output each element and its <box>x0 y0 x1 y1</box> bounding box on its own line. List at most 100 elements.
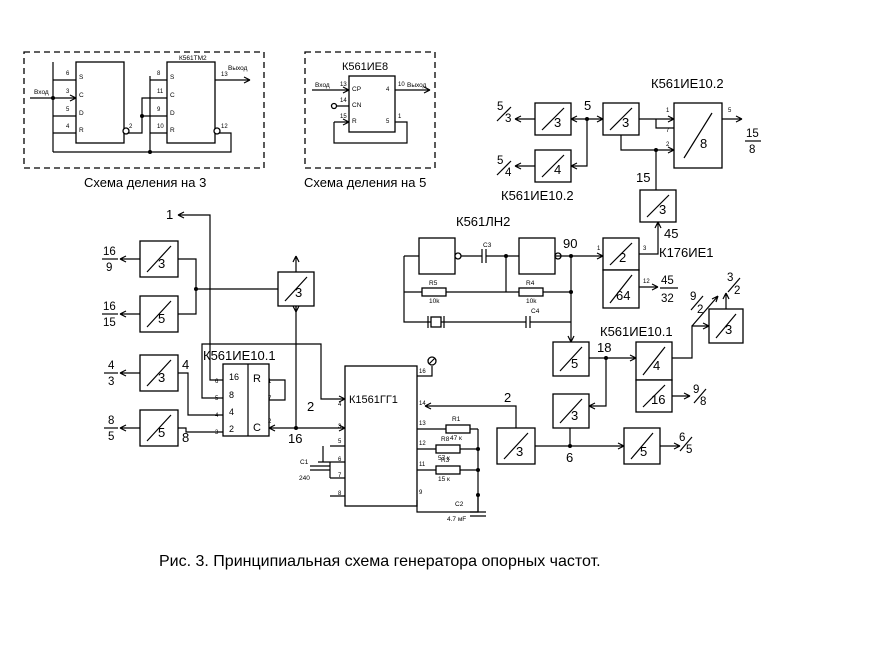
ie1-output-up <box>639 221 662 255</box>
gg1-pin: 3 <box>338 424 342 430</box>
ie1-div64-block <box>602 269 640 309</box>
ie8-chip-body <box>348 75 396 133</box>
flip-flop-1 <box>75 61 125 144</box>
tm2-input-label: Вход <box>34 89 49 96</box>
ie8-pin-cn: CN <box>352 102 362 109</box>
left-counter-ie10-1 <box>222 363 270 437</box>
divider-slash <box>559 398 583 424</box>
denominator: 8 <box>749 144 755 156</box>
numerator: 3 <box>727 272 733 284</box>
divider-value: 2 <box>619 250 626 265</box>
gg1-pin: 7 <box>338 473 342 479</box>
junction-dot <box>504 254 508 258</box>
ff2-pin-13: 13 <box>221 72 228 78</box>
inverter-2 <box>518 237 556 275</box>
ie10-1-right-label: К561ИЕ10.1 <box>600 324 673 339</box>
denominator: 8 <box>700 396 706 408</box>
denominator: 32 <box>661 293 674 305</box>
divider-slash <box>683 112 713 159</box>
gg1-resistor-wires <box>416 428 479 513</box>
numerator: 9 <box>693 384 699 396</box>
divider-slash <box>630 432 654 460</box>
node-1-label: 1 <box>166 207 173 222</box>
divider-value: 5 <box>640 444 647 459</box>
ie8-reset-wires <box>333 105 408 144</box>
divide-by-3-circuit: К561ТМ2 S C D R S C D R 6 3 5 4 2 8 11 9… <box>23 51 265 190</box>
output-fractions: 16 9 16 15 4 3 8 5 5 3 5 4 <box>102 101 761 456</box>
ff2-s: S <box>170 74 175 81</box>
r5-label: R5 <box>429 280 438 287</box>
ie10-2-section: 3 4 3 8 К561ИЕ10.2 К561ИЕ10.2 1 7 2 5 5 … <box>501 76 743 203</box>
divider-slash <box>146 359 172 387</box>
node-5-label: 5 <box>584 98 591 113</box>
node-45-label: 45 <box>664 226 678 241</box>
node-6-wires <box>535 428 681 450</box>
counter-reset-wires <box>269 379 346 432</box>
divider-value: 5 <box>158 311 165 326</box>
oscillator-section: 3 45 К561ЛН2 К176ИЕ1 C3 R5 10k R4 10k C4… <box>403 189 714 343</box>
c4-capacitor <box>525 316 531 328</box>
divide-by-5-circuit: К561ИЕ8 CP CN R 13 14 15 10 4 5 1 Вход В… <box>304 51 436 190</box>
divider-slash <box>559 346 583 372</box>
ie1-pin: 12 <box>643 279 650 285</box>
left-div-wires <box>178 258 278 315</box>
ie10-2-out-wire <box>722 115 743 123</box>
gg1-chip-label: К1561ГГ1 <box>349 394 398 406</box>
counter-pin: 2 <box>268 419 272 425</box>
left-section: 3 5 3 5 3 К561ИЕ10.1 16 8 4 2 R C 6 5 4 … <box>119 207 346 447</box>
c3-label: C3 <box>483 242 492 249</box>
numerator: 4 <box>108 360 115 372</box>
r1-label: R1 <box>452 416 461 423</box>
junction-dot <box>654 148 658 152</box>
divide-by-3-frame <box>23 51 265 169</box>
gg1-left-wires <box>310 445 345 497</box>
divider-slash <box>646 194 670 218</box>
denominator: 3 <box>108 376 114 388</box>
numerator: 45 <box>661 275 674 287</box>
r3-value: 15 к <box>438 476 450 483</box>
divider-value: 5 <box>158 425 165 440</box>
divider-slash <box>284 276 308 302</box>
ff1-pin-2: 2 <box>129 124 133 130</box>
left-output-arrows <box>119 255 140 432</box>
fraction-15-8: 15 8 <box>745 128 761 156</box>
ie10-2-pin: 7 <box>666 128 670 134</box>
quartz-crystal <box>430 316 442 328</box>
divider-slash <box>146 300 172 328</box>
denominator: 9 <box>106 262 112 274</box>
fraction-16-9: 16 9 <box>102 246 118 274</box>
junction-dot <box>194 287 198 291</box>
counter-pin: 7 <box>268 396 272 402</box>
figure-caption: Рис. 3. Принципиальная схема генератора … <box>159 553 601 570</box>
divider-slash <box>541 107 565 131</box>
tm2-output-label: Выход <box>228 65 248 72</box>
counter-pin-c: C <box>253 422 261 434</box>
ff1-s: S <box>79 74 84 81</box>
r1-value: 47 к <box>450 435 462 442</box>
node-15-label: 15 <box>636 170 650 185</box>
counter-pin-r: R <box>253 373 261 385</box>
c3-capacitor <box>461 249 519 263</box>
c2-value: 4.7 мF <box>447 516 466 523</box>
divider-slash <box>609 242 633 266</box>
node-16-label: 16 <box>288 431 302 446</box>
denominator: 2 <box>697 304 703 316</box>
counter-pin: 4 <box>215 413 219 419</box>
counter-pin: 1 <box>268 379 272 385</box>
counter-pin: 6 <box>215 379 219 385</box>
numerator: 5 <box>497 101 503 113</box>
ie1-input-wire <box>555 252 604 260</box>
fraction-45-32: 45 32 <box>660 275 678 305</box>
ie8-input-label: Вход <box>315 82 330 89</box>
ie10-1-right-wires <box>672 292 730 359</box>
ie8-pin-14: 14 <box>340 98 347 104</box>
node-2-left-label: 2 <box>307 399 314 414</box>
denominator: 3 <box>505 113 511 125</box>
tm2-output-wire <box>215 76 251 84</box>
junction-dot <box>569 290 573 294</box>
ff2-pin-10: 10 <box>157 124 164 130</box>
numerator: 5 <box>497 155 503 167</box>
fraction-5-3: 5 3 <box>496 101 512 125</box>
ie8-pin-4: 4 <box>386 87 390 93</box>
